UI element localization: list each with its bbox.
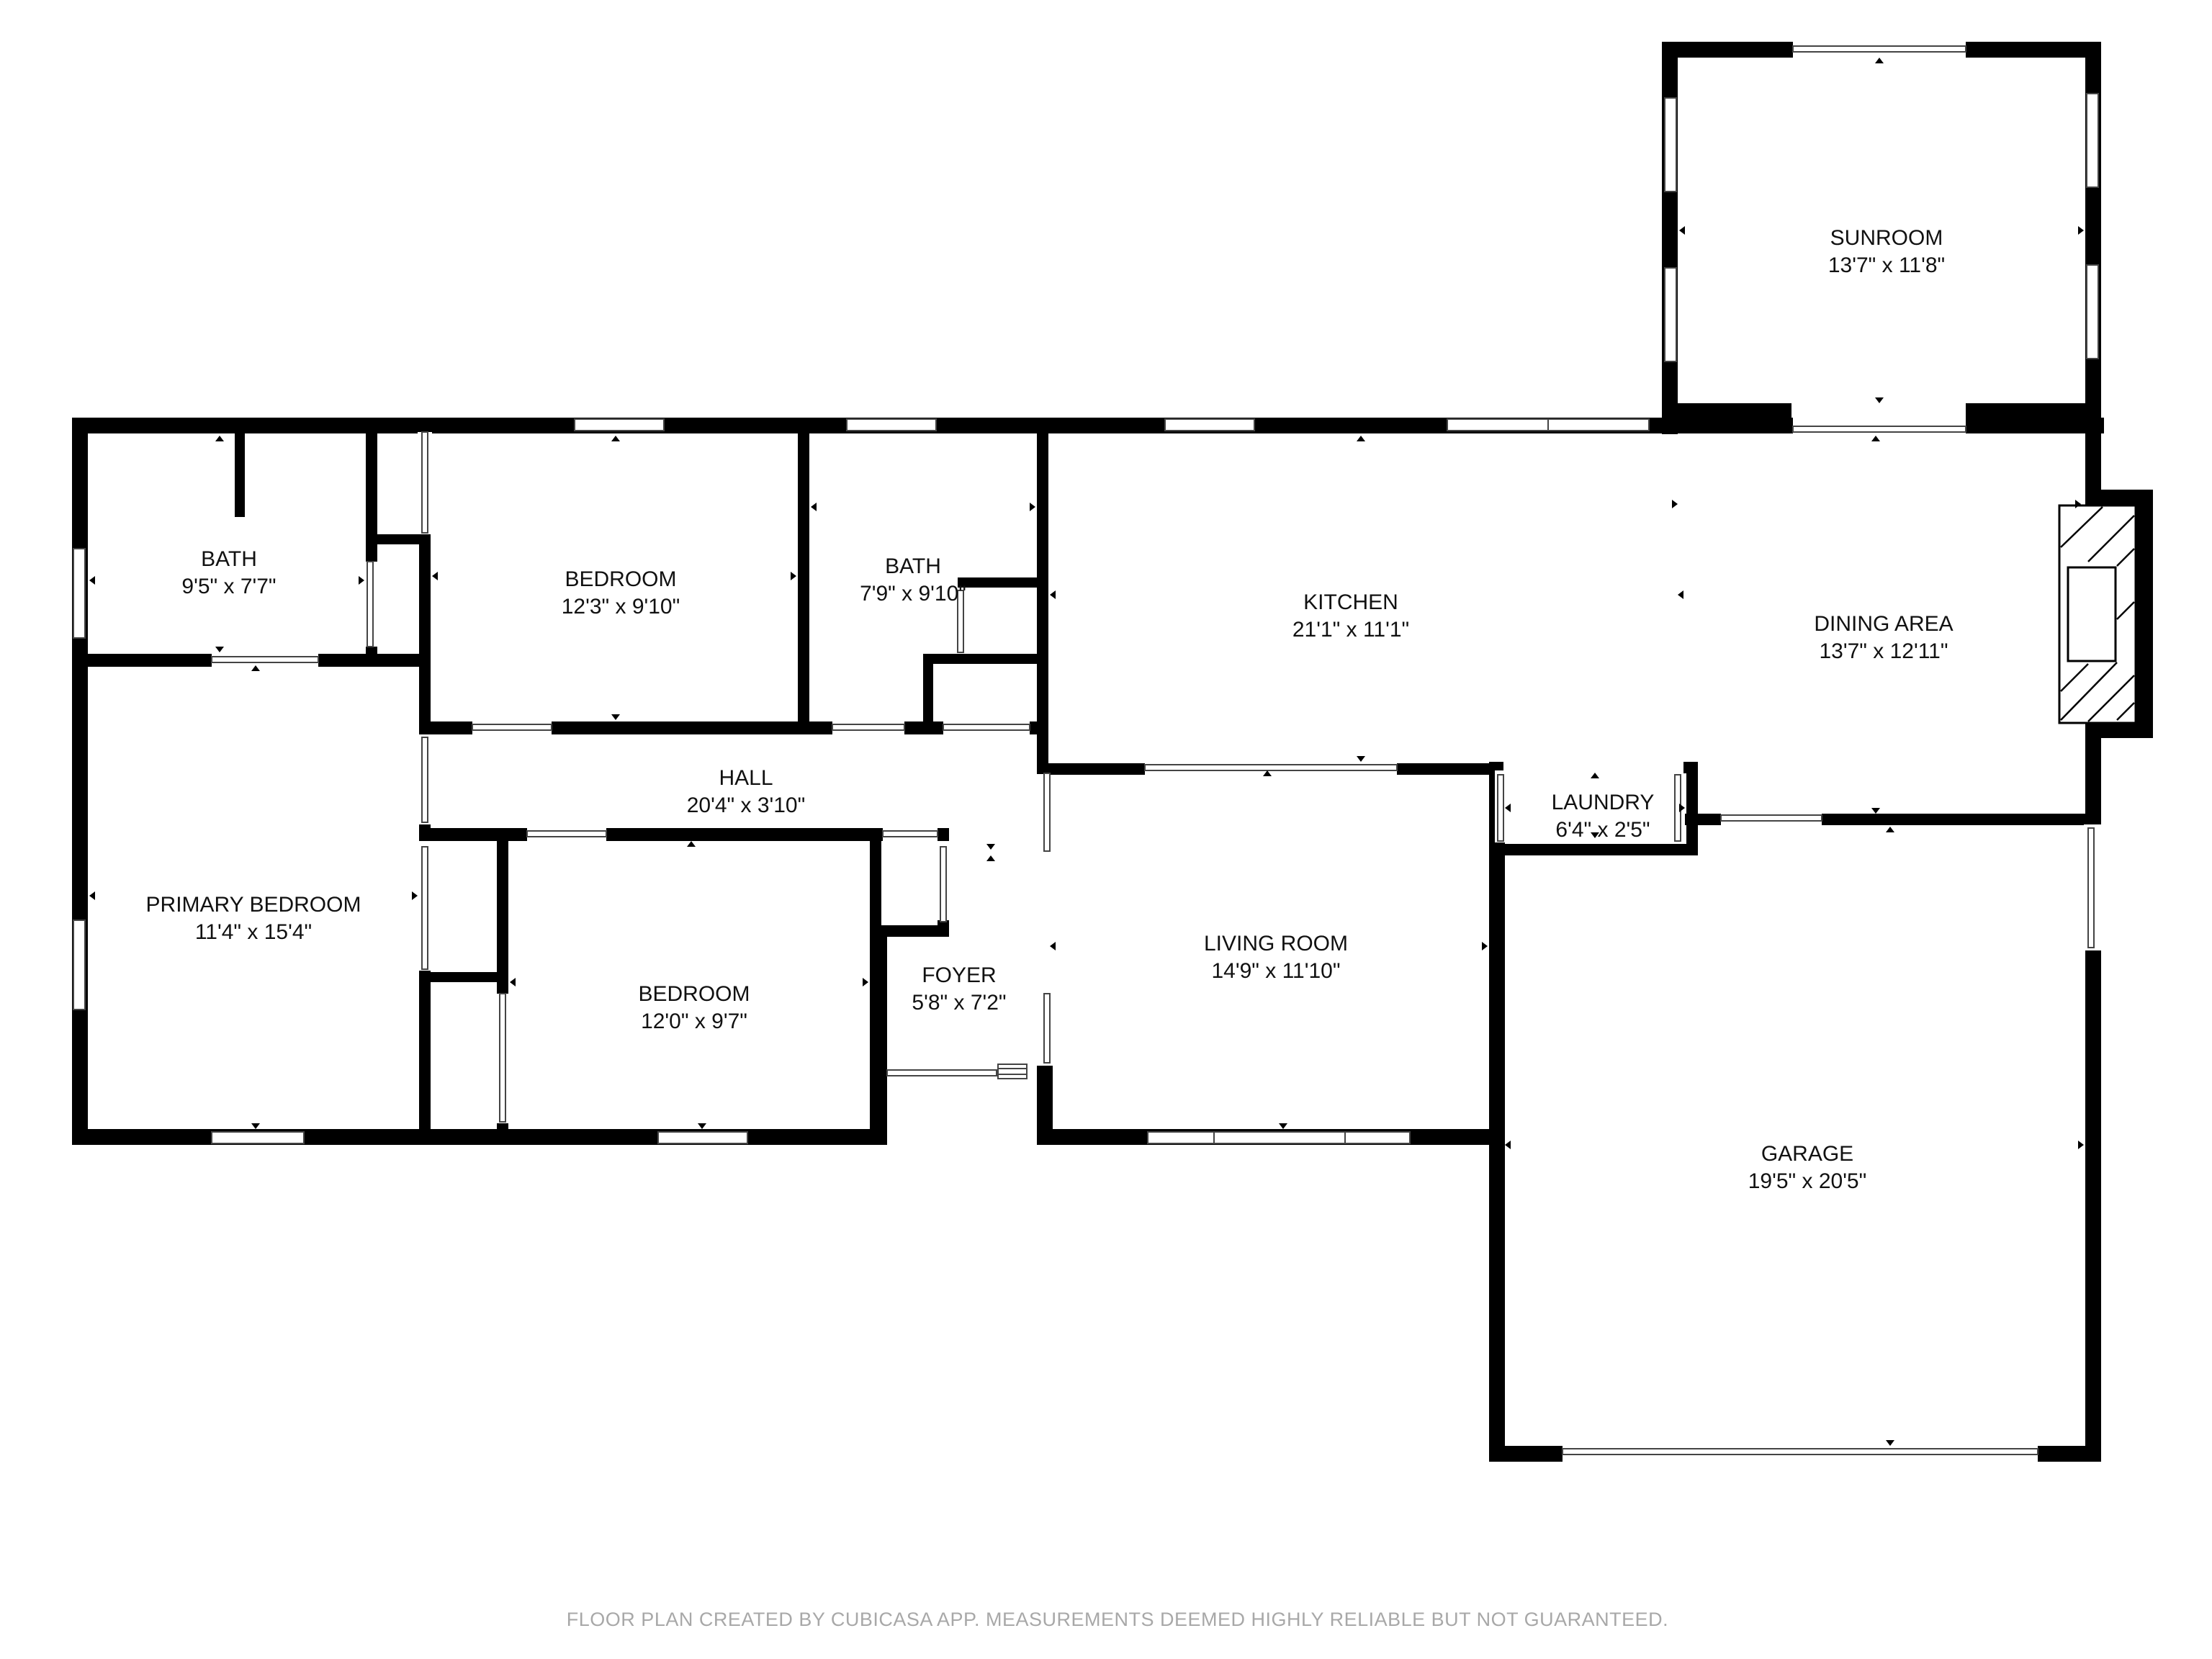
- room-name-living-room: LIVING ROOM: [1204, 932, 1348, 956]
- dimension-markers: [89, 58, 2084, 1446]
- room-size-bedroom-1: 12'3" x 9'10": [562, 595, 680, 619]
- room-name-bath-2: BATH: [885, 554, 941, 578]
- room-size-living-room: 14'9" x 11'10": [1212, 959, 1341, 983]
- room-size-bedroom-2: 12'0" x 9'7": [641, 1010, 747, 1033]
- room-name-kitchen: KITCHEN: [1303, 590, 1398, 614]
- room-name-primary-bedroom: PRIMARY BEDROOM: [146, 893, 361, 917]
- room-size-primary-bedroom: 11'4" x 15'4": [195, 920, 312, 944]
- room-size-bath-2: 7'9" x 9'10": [860, 582, 966, 606]
- room-size-sunroom: 13'7" x 11'8": [1828, 253, 1945, 277]
- room-name-bath-1: BATH: [201, 547, 257, 571]
- room-name-sunroom: SUNROOM: [1830, 226, 1943, 250]
- room-name-bedroom-1: BEDROOM: [565, 567, 676, 591]
- room-size-bath-1: 9'5" x 7'7": [181, 575, 276, 598]
- room-size-foyer: 5'8" x 7'2": [912, 991, 1006, 1015]
- room-size-laundry: 6'4" x 2'5": [1555, 818, 1650, 842]
- room-name-foyer: FOYER: [922, 963, 996, 987]
- windows: [73, 93, 2099, 1144]
- room-name-garage: GARAGE: [1761, 1142, 1853, 1166]
- room-name-bedroom-2: BEDROOM: [638, 982, 750, 1006]
- room-size-dining-area: 13'7" x 12'11": [1820, 639, 1948, 663]
- door-openings: [211, 40, 2103, 1463]
- room-size-hall: 20'4" x 3'10": [687, 793, 806, 817]
- interior-walls: [72, 425, 2101, 1145]
- disclaimer-footer: FLOOR PLAN CREATED BY CUBICASA APP. MEAS…: [567, 1609, 1668, 1630]
- room-name-hall: HALL: [719, 766, 773, 790]
- fireplace: [2058, 504, 2137, 724]
- room-size-kitchen: 21'1" x 11'1": [1292, 618, 1409, 642]
- room-size-garage: 19'5" x 20'5": [1748, 1169, 1867, 1193]
- room-labels: BATH 9'5" x 7'7" BEDROOM 12'3" x 9'10" B…: [146, 226, 1954, 1193]
- room-name-laundry: LAUNDRY: [1552, 791, 1655, 814]
- room-name-dining-area: DINING AREA: [1814, 612, 1953, 636]
